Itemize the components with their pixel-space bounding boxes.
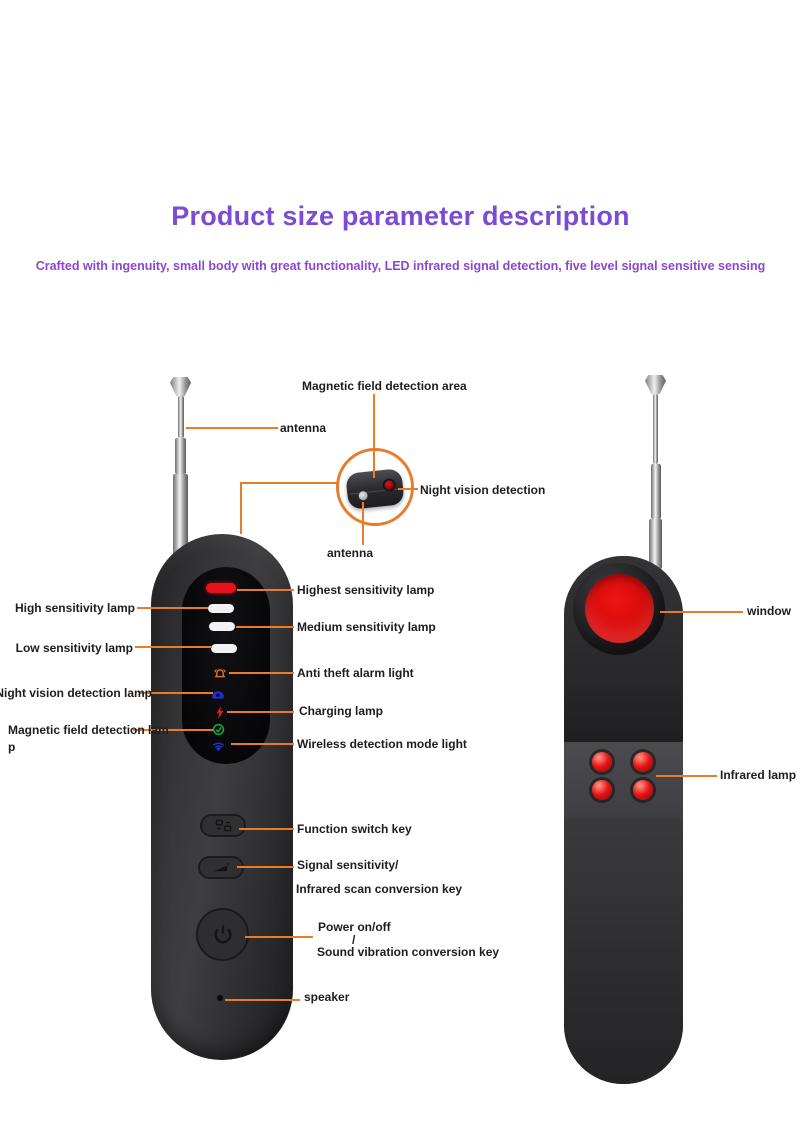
label-magnetic-lamp-line1: Magnetic field detection lam: [8, 723, 169, 737]
night-vision-icon: [211, 688, 225, 699]
leader-line: [135, 646, 212, 648]
antenna-tip: [170, 377, 191, 396]
infrared-lamp: [633, 780, 653, 800]
page-title: Product size parameter description: [171, 201, 630, 231]
leader-line: [237, 866, 294, 868]
function-grid-icon: [215, 819, 232, 832]
leader-line: [227, 711, 294, 713]
label-night-vision-lamp: Night vision detection lamp: [0, 686, 152, 700]
infrared-lamp: [592, 780, 612, 800]
leader-line: [240, 482, 242, 534]
leader-line: [137, 607, 208, 609]
detector-front-body: [151, 534, 293, 1060]
led-display-panel: [182, 567, 270, 764]
signal-ramp-icon: [212, 862, 230, 873]
leader-line: [373, 394, 375, 478]
leader-line: [133, 729, 213, 731]
leader-line: [398, 488, 418, 490]
label-antenna-bottom: antenna: [327, 546, 374, 560]
magnetic-field-icon: [212, 723, 225, 736]
power-icon: [211, 923, 235, 947]
wireless-wifi-icon: [212, 741, 225, 752]
label-power-slash: /: [352, 933, 356, 947]
leader-line: [229, 672, 294, 674]
label-anti-theft: Anti theft alarm light: [297, 666, 414, 680]
highest-sensitivity-lamp: [206, 583, 236, 593]
label-power: Power on/off: [318, 920, 391, 934]
infrared-lamp: [592, 752, 612, 772]
leader-line: [660, 611, 743, 613]
back-antenna: [645, 375, 666, 569]
top-view-highlight-circle: [336, 448, 414, 526]
leader-line: [236, 626, 294, 628]
label-night-vision-detection: Night vision detection: [420, 483, 546, 497]
power-button: [196, 908, 249, 961]
leader-line: [140, 692, 213, 694]
label-signal-sensitivity: Signal sensitivity/: [297, 858, 399, 872]
front-antenna: [170, 377, 191, 554]
leader-line: [362, 502, 364, 545]
label-magnetic-lamp-line2: p: [8, 740, 16, 754]
leader-line: [225, 999, 300, 1001]
function-switch-button: [200, 814, 246, 837]
infrared-panel: [564, 742, 683, 819]
leader-line: [656, 775, 717, 777]
anti-theft-alarm-icon: [213, 667, 227, 681]
leader-line: [186, 427, 278, 429]
label-low-sensitivity: Low sensitivity lamp: [15, 641, 133, 655]
detection-window: [585, 574, 654, 643]
speaker-hole: [217, 995, 223, 1001]
label-medium-sensitivity: Medium sensitivity lamp: [297, 620, 436, 634]
label-infrared-scan: Infrared scan conversion key: [296, 882, 463, 896]
label-wireless-mode: Wireless detection mode light: [297, 737, 467, 751]
label-antenna-top: antenna: [280, 421, 327, 435]
device-top-view: [345, 468, 405, 510]
infrared-lamp: [633, 752, 653, 772]
antenna-tip: [645, 375, 666, 394]
label-charging: Charging lamp: [299, 704, 384, 718]
label-speaker: speaker: [304, 990, 350, 1004]
antenna-socket-dot: [358, 490, 369, 501]
medium-sensitivity-lamp: [209, 622, 235, 631]
label-magnetic-area: Magnetic field detection area: [302, 379, 467, 393]
page-subtitle: Crafted with ingenuity, small body with …: [35, 259, 766, 273]
label-window: window: [747, 604, 791, 618]
label-infrared-lamp: Infrared lamp: [720, 768, 797, 782]
label-high-sensitivity: High sensitivity lamp: [14, 601, 135, 615]
detector-back-body: [564, 556, 683, 1084]
label-highest-sensitivity: Highest sensitivity lamp: [297, 583, 435, 597]
label-sound-vibration: Sound vibration conversion key: [317, 945, 500, 959]
leader-line: [239, 828, 294, 830]
high-sensitivity-lamp: [208, 604, 234, 613]
label-function-switch: Function switch key: [297, 822, 412, 836]
leader-line: [237, 589, 294, 591]
charging-lightning-icon: [216, 706, 224, 719]
leader-line: [245, 936, 313, 938]
leader-line: [231, 743, 294, 745]
low-sensitivity-lamp: [211, 644, 237, 653]
leader-line: [240, 482, 338, 484]
